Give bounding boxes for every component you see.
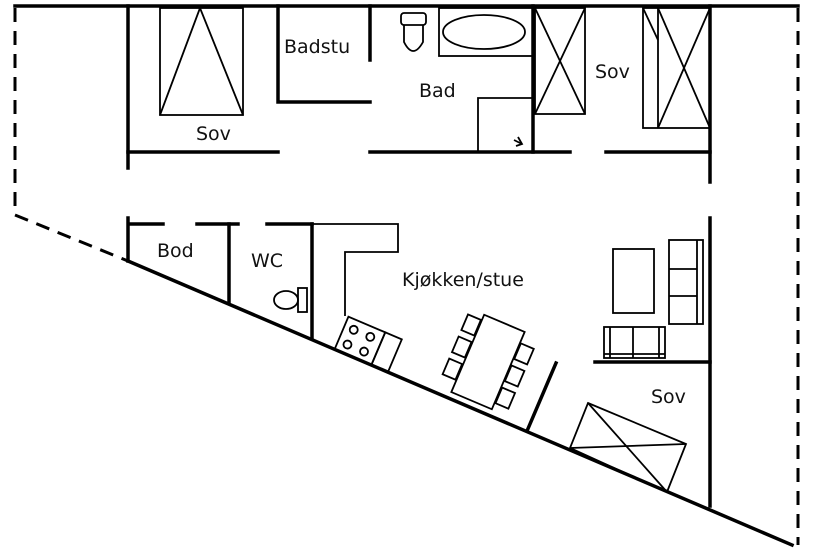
coffee-table: [612, 248, 655, 314]
toilet-bad-icon: [400, 12, 427, 52]
room-label-sov-2: Sov: [595, 61, 630, 83]
toilet-wc-icon: [273, 287, 308, 313]
room-label-badstu: Badstu: [284, 36, 350, 58]
outer-walls: [13, 4, 800, 548]
interior-walls: [126, 4, 712, 508]
bed-sov-3: [568, 401, 688, 494]
room-label-wc: WC: [251, 250, 283, 272]
sofa-vertical: [668, 239, 704, 325]
dining-table: [441, 313, 535, 411]
kitchen-counter: [312, 223, 399, 316]
bathtub-icon: [438, 7, 534, 57]
diagonal-wall: [125, 258, 795, 548]
bed-sov-2-a: [534, 7, 586, 115]
sofa-horizontal: [603, 326, 666, 359]
bed-sov-1: [159, 5, 244, 116]
bed-sov-2-b: [642, 7, 711, 129]
room-label-kjokken-stue: Kjøkken/stue: [402, 269, 524, 291]
left-dashed-boundary: [13, 8, 129, 263]
room-label-sov: Sov: [196, 123, 231, 145]
room-label-bod: Bod: [157, 240, 194, 262]
shower-icon: [477, 97, 533, 152]
room-label-sov-3: Sov: [651, 386, 686, 408]
room-label-bad: Bad: [419, 80, 456, 102]
stove-icon: [333, 315, 403, 374]
